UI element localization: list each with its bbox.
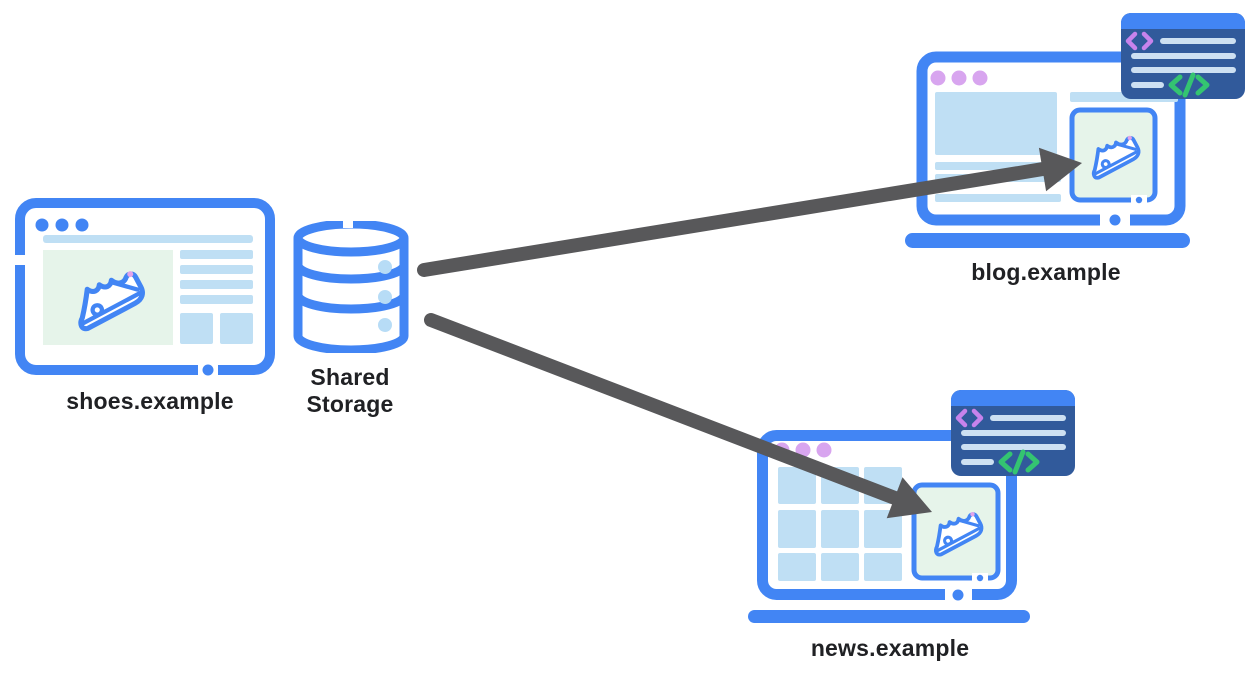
code-snippet-card: [951, 390, 1075, 476]
laptop-base: [905, 233, 1190, 248]
open-tag-icon: [1125, 31, 1154, 51]
database-indicator-dots: [378, 260, 392, 332]
pink-accent-dot: [1127, 135, 1132, 141]
close-tag-icon: [998, 449, 1040, 475]
close-tag-icon: [1168, 72, 1210, 98]
shoes-example-window: [14, 198, 275, 377]
window-control-dots: [35, 218, 89, 232]
window-control-dots: [930, 70, 988, 86]
frame-notch: [343, 221, 353, 228]
storage-label: Shared Storage: [280, 364, 420, 418]
code-lines: [1131, 38, 1236, 88]
url-bar: [43, 235, 253, 243]
storage-label-line1: Shared: [310, 364, 390, 390]
laptop-base: [748, 610, 1030, 623]
frame-dot: [952, 589, 964, 601]
pink-accent-dot: [970, 511, 975, 517]
database-top: [293, 221, 409, 257]
database-body: [293, 238, 409, 353]
frame-dot: [202, 364, 214, 376]
database-bands: [293, 264, 409, 314]
code-snippet-card: [1121, 13, 1245, 99]
code-lines: [961, 415, 1066, 465]
publisher-window-label: shoes.example: [66, 388, 234, 414]
frame-dot: [1109, 214, 1121, 226]
pink-accent-dot: [127, 271, 134, 278]
card-titlebar: [1121, 13, 1245, 29]
blog-window-label: blog.example: [971, 259, 1121, 285]
frame-dot: [1135, 196, 1143, 204]
window-control-dots: [774, 442, 832, 458]
news-window-label: news.example: [810, 635, 970, 661]
text-placeholder-lines: [180, 250, 253, 344]
database-cylinder-icon: [293, 221, 409, 353]
frame-dot: [976, 574, 984, 582]
open-tag-icon: [955, 408, 984, 428]
frame-notch: [14, 255, 26, 265]
sneaker-shoe-icon: [934, 511, 984, 557]
sneaker-shoe-icon: [78, 271, 145, 332]
card-titlebar: [951, 390, 1075, 406]
article-grid-placeholders: [778, 467, 902, 581]
sneaker-shoe-icon: [1091, 135, 1141, 180]
storage-label-line2: Storage: [306, 391, 394, 417]
